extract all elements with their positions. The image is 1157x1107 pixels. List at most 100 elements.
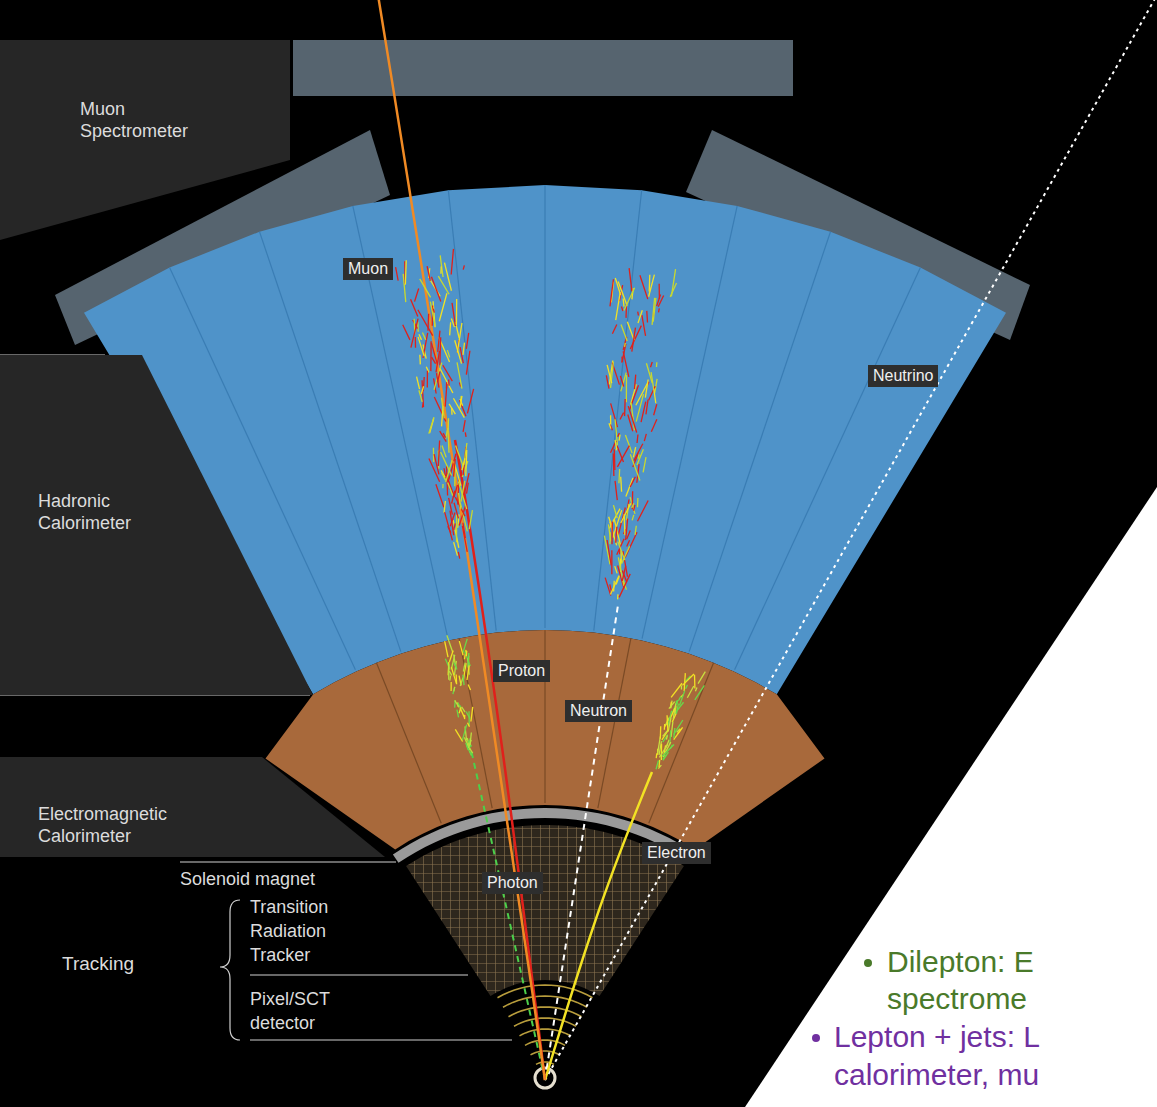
calorimeter-segment — [689, 232, 830, 652]
shower-stroke — [686, 685, 688, 689]
shower-stroke — [436, 484, 444, 507]
shower-stroke — [422, 403, 424, 407]
band-fill — [0, 40, 290, 240]
muon-chamber — [293, 40, 793, 96]
calorimeter-segment — [376, 663, 441, 823]
shower-stroke — [417, 377, 420, 389]
part-name: Muon Spectrometer — [80, 98, 220, 142]
shower-stroke — [618, 541, 625, 560]
shower-stroke — [610, 576, 619, 595]
shower-stroke — [649, 275, 655, 297]
slide-text: Lepton + jets: L — [834, 1019, 1040, 1055]
shower-stroke — [649, 275, 651, 292]
shower-stroke — [629, 385, 638, 410]
shower-stroke — [617, 446, 629, 467]
particle-name: Neutrino — [873, 366, 933, 386]
shower-stroke — [411, 319, 418, 348]
shower-stroke — [632, 515, 634, 520]
shower-stroke — [652, 298, 655, 325]
shower-stroke — [458, 552, 459, 559]
shower-stroke — [618, 281, 627, 305]
shower-stroke — [448, 428, 449, 453]
shower-stroke — [608, 524, 610, 541]
pixel-layer — [498, 985, 593, 998]
shower-stroke — [439, 337, 441, 365]
pixel-layer — [514, 1018, 576, 1026]
shower-stroke — [449, 676, 451, 681]
shower-stroke — [440, 255, 443, 277]
shower-stroke — [445, 641, 448, 657]
shower-stroke — [405, 260, 407, 284]
shower-stroke — [456, 515, 457, 543]
shower-stroke — [616, 292, 621, 320]
particle-tag: Neutrino — [868, 365, 938, 387]
shower-stroke — [452, 303, 455, 326]
shower-stroke — [624, 399, 626, 416]
shower-stroke — [466, 712, 470, 719]
shower-stroke — [651, 362, 653, 367]
shower-stroke — [695, 685, 705, 699]
shower-stroke — [466, 333, 468, 349]
shower-stroke — [449, 322, 451, 335]
shower-stroke — [466, 743, 469, 750]
shower-stroke — [441, 452, 452, 475]
shower-stroke — [438, 276, 449, 294]
shower-stroke — [419, 355, 421, 365]
shower-stroke — [679, 691, 684, 706]
shower-stroke — [654, 388, 656, 403]
shower-stroke — [624, 343, 626, 347]
shower-stroke — [656, 760, 658, 769]
shower-stroke — [418, 337, 424, 356]
shower-stroke — [678, 696, 680, 700]
shower-stroke — [627, 540, 630, 546]
shower-stroke — [442, 473, 446, 481]
part-name: Solenoid magnet — [180, 868, 315, 890]
shower-stroke — [422, 332, 425, 339]
shower-stroke — [462, 526, 467, 552]
shower-stroke — [660, 726, 662, 739]
shower-stroke — [453, 687, 455, 694]
shower-stroke — [465, 432, 467, 437]
shower-stroke — [453, 398, 464, 417]
particle-tag: Muon — [343, 258, 393, 280]
shower-stroke — [468, 723, 470, 727]
calorimeter-segment — [594, 190, 642, 630]
shower-stroke — [421, 386, 423, 394]
shower-stroke — [455, 729, 462, 741]
part-name: Electromagnetic Calorimeter — [38, 803, 208, 847]
shower-stroke — [449, 404, 455, 414]
particle-shower — [604, 268, 676, 599]
slide-text: Dilepton: E — [887, 944, 1034, 980]
shower-stroke — [629, 268, 632, 291]
shower-stroke — [461, 481, 465, 502]
shower-stroke — [431, 277, 440, 302]
shower-stroke — [463, 523, 465, 538]
shower-stroke — [434, 397, 445, 422]
shower-stroke — [671, 683, 682, 697]
shower-stroke — [637, 312, 639, 316]
shower-stroke — [618, 433, 620, 437]
leader-lines — [0, 355, 512, 1040]
shower-stroke — [415, 337, 417, 348]
shower-stroke — [422, 380, 423, 407]
shower-stroke — [633, 447, 635, 457]
shower-stroke — [466, 651, 468, 656]
shower-stroke — [460, 678, 463, 687]
particle-shower — [445, 635, 473, 756]
shower-stroke — [444, 501, 445, 513]
shower-stroke — [626, 478, 633, 497]
particle-tag: Proton — [493, 660, 550, 682]
shower-stroke — [663, 735, 668, 742]
shower-stroke — [457, 362, 462, 388]
shower-stroke — [454, 459, 456, 477]
shower-stroke — [620, 477, 622, 492]
shower-stroke — [611, 522, 613, 545]
shower-stroke — [460, 347, 463, 363]
calorimeter-segment — [642, 206, 737, 639]
shower-stroke — [467, 665, 469, 680]
shower-stroke — [430, 302, 435, 327]
particle-name: Neutron — [570, 701, 627, 721]
shower-stroke — [669, 702, 675, 709]
shower-stroke — [607, 540, 611, 565]
shower-stroke — [615, 440, 617, 450]
